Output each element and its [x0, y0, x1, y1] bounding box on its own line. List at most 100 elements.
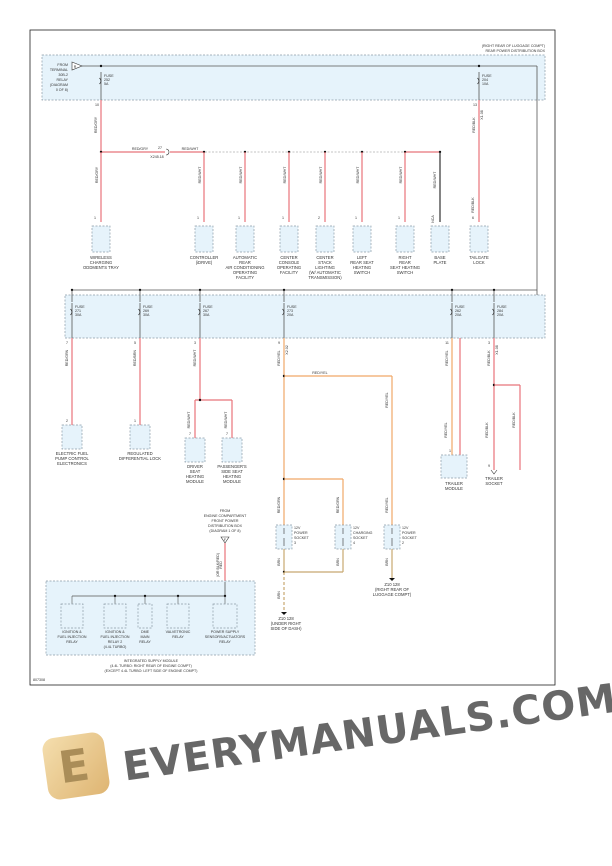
component-label: HEATING	[353, 265, 371, 270]
component-label: TRANSMISSION)	[308, 275, 342, 280]
socket-label: POWER	[294, 531, 308, 535]
fuse-rating: 5A	[104, 82, 109, 86]
fuse-rating: 20A	[497, 313, 504, 317]
ism-caption: (EXCEPT 4.4L TURBO: LEFT SIDE OF ENGINE …	[105, 669, 198, 673]
ground-label: (UNDER RIGHT	[271, 621, 302, 626]
component-label: SOCKET	[485, 481, 503, 486]
feed-source-label: ENGINE COMPARTMENT	[204, 514, 247, 518]
wire-color-label: RED/WHT	[198, 166, 202, 184]
fuse-pin: 7	[66, 341, 68, 345]
component-label: RIGHT	[398, 255, 411, 260]
wire-color-label: RED/GRN	[65, 349, 69, 366]
connector-id: X245.18	[150, 155, 163, 159]
relay-box	[60, 603, 84, 629]
wire-color-label: RED/YEL	[445, 350, 449, 365]
wire-color-label: RED/WHT	[193, 349, 197, 367]
ground-label: LUGGAGE COMPT)	[373, 592, 412, 597]
fuse-rating: 20A	[455, 313, 462, 317]
component-box	[129, 424, 151, 450]
socket-label: 4	[353, 541, 355, 545]
relay-label: FUEL INJECTION	[57, 635, 86, 639]
relay-label: IGNITION &	[62, 630, 82, 634]
wire-color-label: RED/BLK	[471, 197, 475, 213]
socket-pin-icon	[490, 469, 498, 475]
component-label: TRAILER	[445, 481, 463, 486]
feed-source-label: FRONT POWER	[212, 519, 239, 523]
fuse-number: 284	[497, 309, 503, 313]
component-label: (iDRIVE)	[196, 260, 213, 265]
component-label: HEATING	[186, 474, 204, 479]
component-pin: 1	[355, 216, 357, 220]
component-pin: 1	[238, 216, 240, 220]
wire-color-label: RED/GRN	[277, 496, 281, 513]
wire-color-label: BRN	[336, 558, 340, 566]
wire-color-label: RED/BRN	[133, 350, 137, 367]
wire-color-label: RED/BLK	[512, 412, 516, 428]
component-label: MODULE	[186, 479, 204, 484]
wire-color-label: BRN	[277, 591, 281, 599]
fuse-rating: 30A	[143, 313, 150, 317]
fuse-pin: 3	[488, 341, 490, 345]
component-label: DRIVER	[187, 464, 203, 469]
fuse-label: FUSE	[143, 305, 153, 309]
fuse-rating: 30A	[203, 313, 210, 317]
source-label: (DIAGRAM	[50, 83, 68, 87]
relay-label: POWER SUPPLY	[211, 630, 240, 634]
component-pin: 1	[197, 216, 199, 220]
feed-source-label: (DIAGRAM 1 OF 8)	[209, 529, 240, 533]
component-label: LEFT	[357, 255, 368, 260]
watermark-logo: E	[40, 730, 112, 802]
component-pin: 2	[66, 419, 68, 423]
wire-color-label: RED/WHT	[433, 171, 437, 189]
wire-color-label: RED/YEL	[385, 497, 389, 512]
connector-arrow-icon	[71, 61, 83, 71]
wire-color-label: RED/YEL	[444, 422, 448, 437]
junction-dot	[99, 64, 103, 68]
fuse-label: FUSE	[203, 305, 213, 309]
component-label: CHARGING	[90, 260, 113, 265]
rear-box-name: REAR POWER DISTRIBUTION BOX	[485, 49, 545, 53]
component-box	[430, 225, 450, 253]
wire-color-label: RED/YEL	[312, 371, 327, 375]
ism-caption: INTEGRATED SUPPLY MODULE	[124, 659, 179, 663]
power-socket-box	[334, 524, 352, 550]
socket-label: 2	[402, 541, 404, 545]
component-pin: 6	[472, 216, 474, 220]
power-socket-box	[275, 524, 293, 550]
source-label: RELAY	[56, 78, 68, 82]
wire-color-label: RED/GRN	[336, 496, 340, 513]
fuse-number: 262	[455, 309, 461, 313]
ground-icon	[389, 578, 395, 581]
fuse-label: FUSE	[497, 305, 507, 309]
fuse-pin: 13	[473, 103, 477, 107]
source-label: TERMINAL	[50, 68, 68, 72]
ism-caption: (4.4L TURBO: RIGHT REAR OF ENGINE COMPT)	[110, 664, 192, 668]
fuse-number: 267	[203, 309, 209, 313]
component-box	[235, 225, 255, 253]
socket-label: SOCKET	[402, 536, 418, 540]
relay-label: RELAY	[172, 635, 184, 639]
fuse-number: 269	[143, 309, 149, 313]
fuse-icon	[138, 308, 141, 316]
connector-id: X1.08	[495, 345, 499, 354]
fuse-pin: 9	[278, 341, 280, 345]
component-label: STACK	[318, 260, 332, 265]
fuse-label: FUSE	[287, 305, 297, 309]
feed-source-label: FROM	[220, 509, 231, 513]
diagram-id: 807308	[33, 678, 45, 682]
source-label: 0 OF 8)	[56, 88, 68, 92]
wire-color-label: RED/GRY	[132, 147, 149, 151]
component-pin: 9	[488, 464, 490, 468]
component-label: OPERATING	[233, 270, 257, 275]
component-pin: NCA	[431, 215, 435, 223]
socket-label: 12V	[294, 526, 301, 530]
component-label: HEATING	[223, 474, 241, 479]
socket-label: SOCKET	[353, 536, 369, 540]
relay-box	[212, 603, 238, 629]
component-label: AIR CONDITIONING	[225, 265, 264, 270]
ground-label: Z10 128	[384, 582, 400, 587]
component-box	[91, 225, 111, 253]
wire-color-label: RED/WHT	[187, 411, 191, 429]
wire-color-label: RED/WHT	[283, 166, 287, 184]
socket-label: POWER	[402, 531, 416, 535]
